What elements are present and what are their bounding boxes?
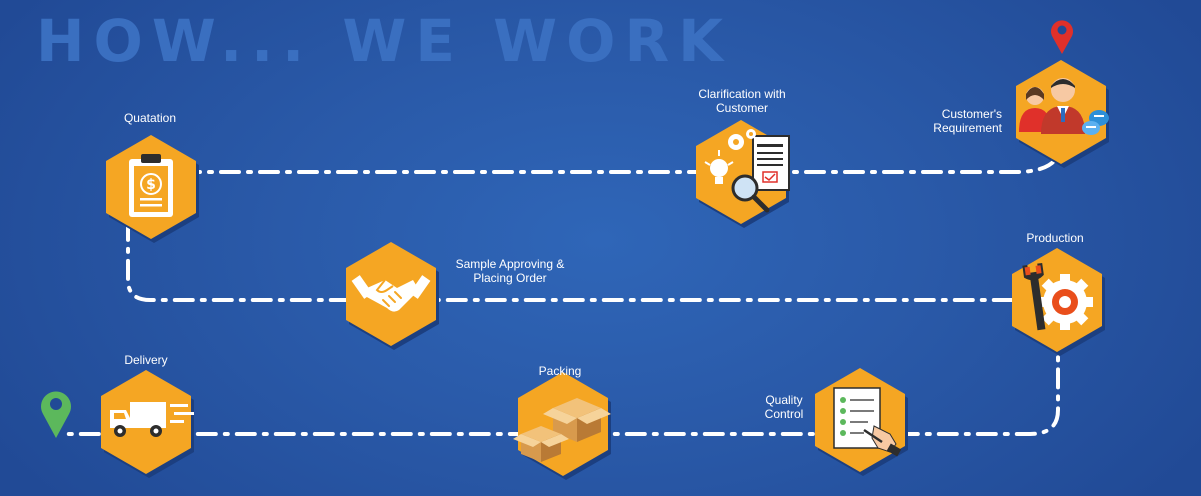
svg-text:$: $ xyxy=(146,177,156,193)
headline: HOW... WE WORK xyxy=(36,7,733,75)
step-label-sample: Sample Approving & Placing Order xyxy=(455,257,565,285)
gears-wrench-icon xyxy=(1022,262,1093,331)
location-pin-green-icon xyxy=(41,391,71,438)
step-label-quality: Quality Control xyxy=(764,393,804,421)
step-label-delivery: Delivery xyxy=(124,353,168,367)
handshake-icon xyxy=(351,275,431,312)
step-label-quotation: Quatation xyxy=(123,111,177,125)
boxes-icon xyxy=(513,398,611,462)
step-label-requirement: Customer's Requirement xyxy=(933,107,1002,135)
customers-icon xyxy=(1019,78,1109,135)
step-label-production: Production xyxy=(1026,231,1084,245)
step-label-clarification: Clarification with Customer xyxy=(698,87,786,115)
step-label-packing: Packing xyxy=(538,364,582,378)
delivery-truck-icon xyxy=(110,402,194,437)
checklist-icon xyxy=(833,387,902,457)
clipboard-dollar-icon: $ xyxy=(129,154,173,217)
location-pin-red-icon xyxy=(1051,20,1073,54)
lightbulb-magnifier-icon xyxy=(704,129,790,213)
